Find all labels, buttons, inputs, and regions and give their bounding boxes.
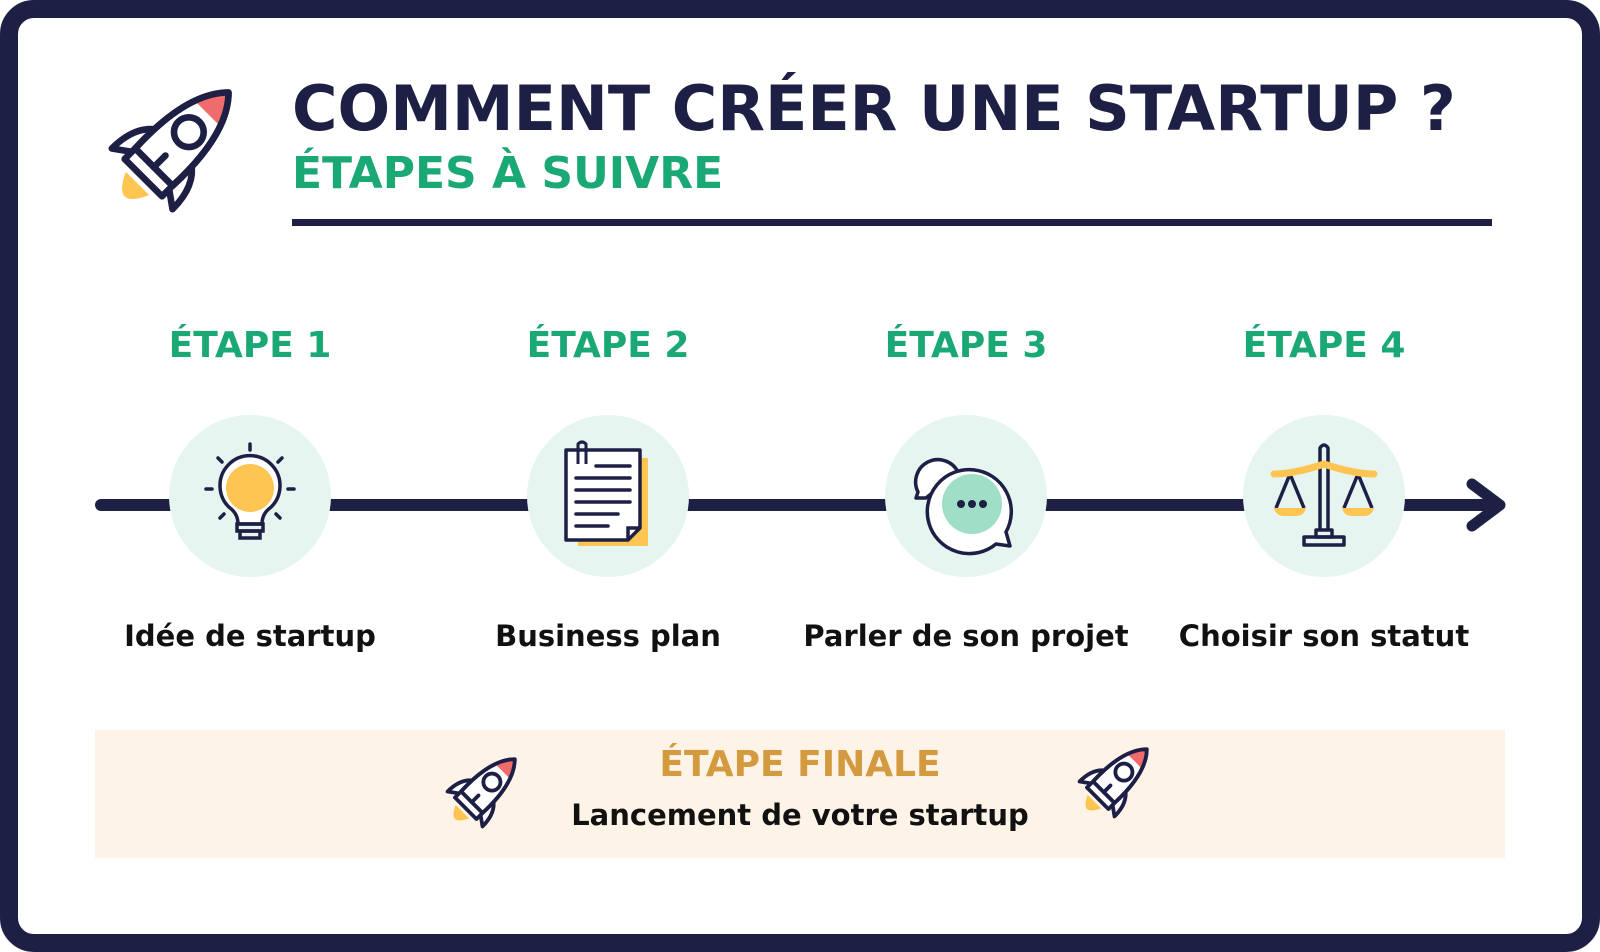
step-4: ÉTAPE 4 Choisir son statut xyxy=(1144,325,1504,653)
rocket-icon xyxy=(90,66,255,231)
final-step-label: ÉTAPE FINALE xyxy=(659,744,941,785)
timeline-line xyxy=(95,499,1495,511)
step-description: Idée de startup xyxy=(124,619,376,653)
step-label: ÉTAPE 3 xyxy=(884,325,1048,366)
step-3: ÉTAPE 3 Parler de son projet xyxy=(786,325,1146,653)
arrow-right-icon xyxy=(1466,478,1506,532)
lightbulb-icon xyxy=(204,442,296,540)
step-label: ÉTAPE 1 xyxy=(168,325,332,366)
step-label: ÉTAPE 2 xyxy=(526,325,690,366)
step-1: ÉTAPE 1 Idée de startup xyxy=(70,325,430,653)
page-title: COMMENT CRÉER UNE STARTUP ? xyxy=(292,72,1456,145)
title-divider xyxy=(292,219,1492,226)
step-label: ÉTAPE 4 xyxy=(1242,325,1406,366)
chat-bubbles-icon xyxy=(913,457,1014,556)
rocket-icon xyxy=(1067,734,1162,829)
scales-icon xyxy=(1270,443,1378,547)
document-icon xyxy=(564,440,648,546)
step-description: Choisir son statut xyxy=(1178,619,1470,653)
page-subtitle: ÉTAPES À SUIVRE xyxy=(292,148,724,199)
step-2: ÉTAPE 2 Business plan xyxy=(428,325,788,653)
final-step-banner: ÉTAPE FINALE Lancement de votre startup xyxy=(95,730,1505,858)
final-step-description: Lancement de votre startup xyxy=(571,798,1029,832)
step-description: Business plan xyxy=(495,619,721,653)
step-description: Parler de son projet xyxy=(803,619,1129,653)
